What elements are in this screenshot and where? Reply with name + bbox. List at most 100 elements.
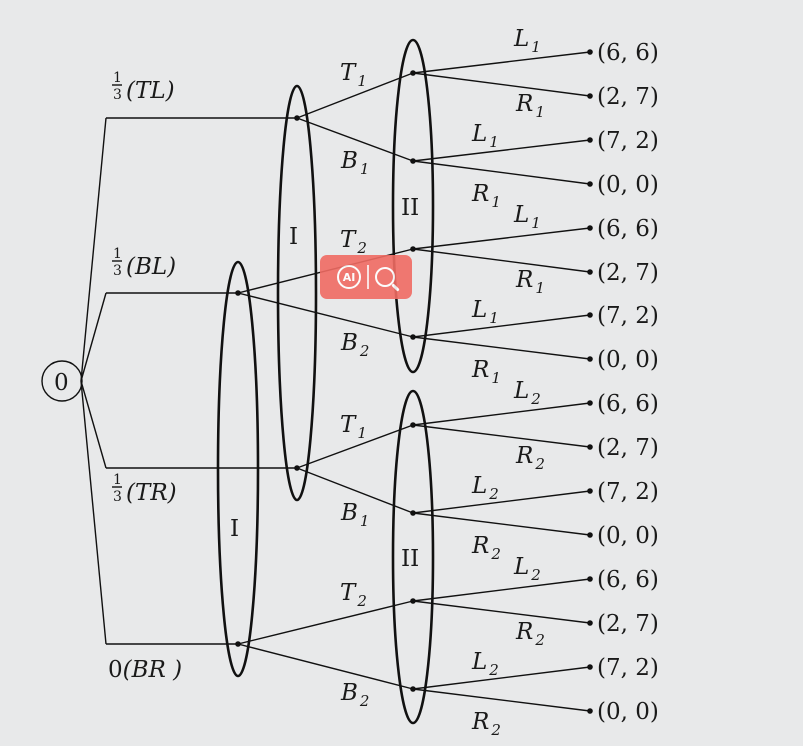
prob-numerator: 1 (113, 246, 122, 262)
payoff-label: (6, 6) (597, 391, 659, 417)
terminal-node (587, 400, 593, 406)
player-two-move-line (412, 424, 591, 448)
terminal-node (587, 181, 593, 187)
terminal-node (587, 93, 593, 99)
player-one-move-line (237, 292, 414, 338)
player-two-label: II (401, 195, 419, 221)
payoff-label: (2, 7) (597, 84, 659, 110)
prob-denominator: 3 (113, 87, 122, 103)
terminal-node (587, 225, 593, 231)
player-two-move-line (412, 578, 591, 602)
player-one-label: I (230, 516, 239, 542)
terminal-node (587, 269, 593, 275)
prob-denominator: 3 (113, 489, 122, 505)
payoff-label: (2, 7) (597, 611, 659, 637)
chance-branch-line (80, 117, 107, 382)
terminal-node (587, 49, 593, 55)
toolbar-divider (367, 265, 369, 289)
chance-branch-label: (BL) (126, 254, 176, 280)
player-two-move-line (412, 314, 591, 338)
player-two-move-line (412, 139, 591, 162)
player-two-move-line (412, 600, 591, 624)
chance-node-label: 0 (54, 370, 69, 396)
payoff-label: (7, 2) (597, 128, 659, 154)
terminal-node (587, 488, 593, 494)
payoff-label: (6, 6) (597, 216, 659, 242)
payoff-label: (7, 2) (597, 655, 659, 681)
player-one-move-line (237, 600, 414, 645)
chance-branch-label: 0(BR ) (108, 657, 182, 683)
player-one-move-line (296, 424, 414, 469)
terminal-node (587, 532, 593, 538)
terminal-node (587, 312, 593, 318)
prob-numerator: 1 (113, 70, 122, 86)
payoff-label: (0, 0) (597, 172, 659, 198)
player-one-move-line (296, 117, 414, 162)
chance-branch-line (80, 380, 107, 645)
terminal-node (587, 708, 593, 714)
payoff-label: (6, 6) (597, 40, 659, 66)
player-one-info-set (276, 84, 318, 502)
player-two-move-line (412, 248, 591, 273)
payoff-label: (0, 0) (597, 699, 659, 725)
player-two-move-line (412, 72, 591, 97)
player-two-move-line (412, 512, 591, 536)
payoff-label: (7, 2) (597, 303, 659, 329)
player-two-move-line (412, 688, 591, 712)
prob-numerator: 1 (113, 472, 122, 488)
player-two-move-line (412, 666, 591, 690)
search-icon[interactable] (375, 267, 395, 287)
ai-search-toolbar[interactable]: AI (320, 255, 412, 299)
player-one-label: I (289, 224, 298, 250)
chance-node-root (41, 360, 83, 402)
terminal-node (587, 444, 593, 450)
player-two-move-line (412, 336, 591, 360)
player-two-move-line (412, 490, 591, 514)
payoff-label: (2, 7) (597, 435, 659, 461)
player-one-move-line (296, 72, 414, 119)
terminal-node (587, 356, 593, 362)
prob-denominator: 3 (113, 263, 122, 279)
payoff-label: (0, 0) (597, 523, 659, 549)
payoff-label: (0, 0) (597, 347, 659, 373)
chance-branch-line (80, 380, 107, 469)
terminal-node (587, 664, 593, 670)
ai-assistant-icon[interactable]: AI (337, 265, 361, 289)
player-one-move-line (296, 467, 414, 514)
chance-branch-label: (TL) (126, 78, 175, 104)
chance-branch-label: (TR) (126, 480, 177, 506)
payoff-label: (7, 2) (597, 479, 659, 505)
payoff-label: (6, 6) (597, 567, 659, 593)
player-one-info-set (216, 260, 260, 678)
player-two-move-line (412, 227, 591, 250)
player-two-info-set (391, 38, 435, 374)
player-two-info-set (391, 389, 435, 725)
terminal-node (587, 620, 593, 626)
player-two-label: II (401, 546, 419, 572)
